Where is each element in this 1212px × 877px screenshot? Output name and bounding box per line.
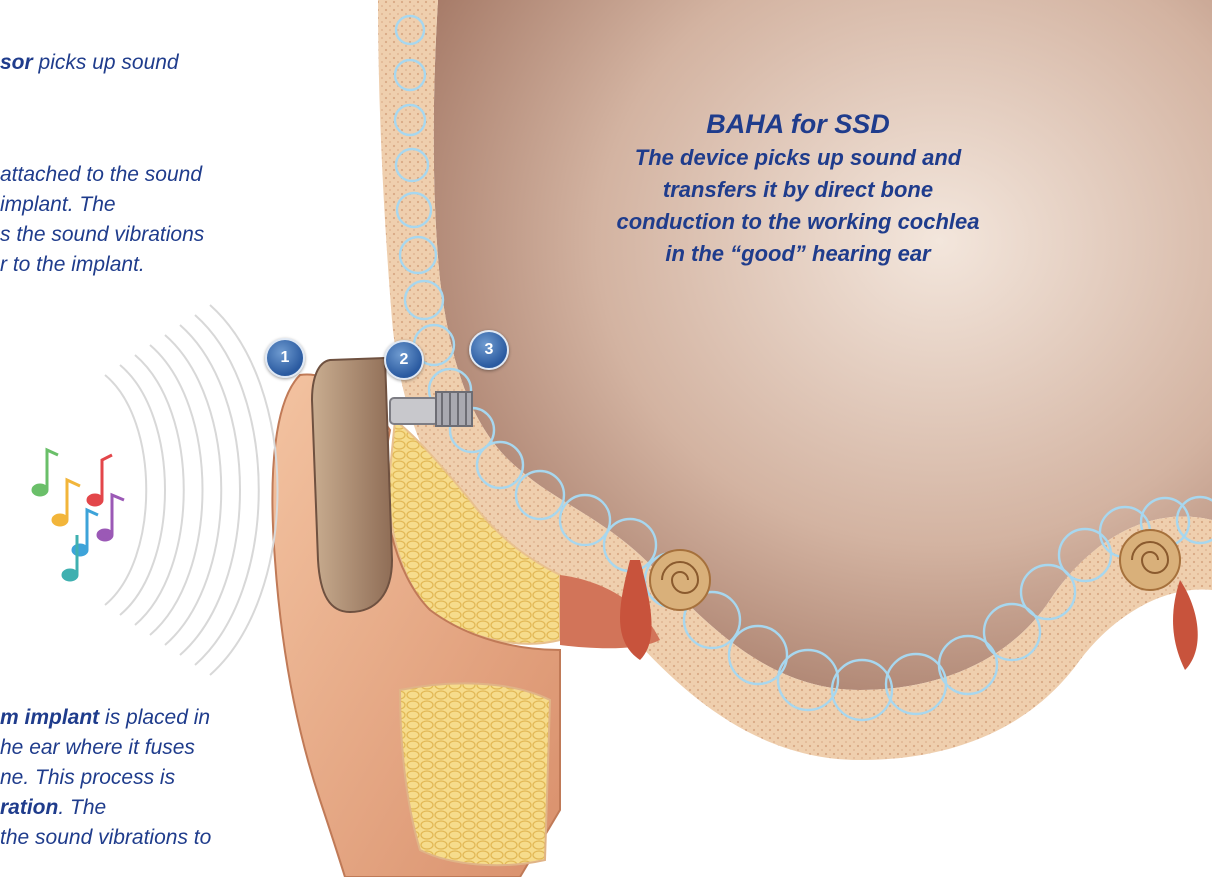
annotation-abutment: attached to the sound implant. The s the… [0, 160, 204, 280]
headline: BAHA for SSD The device picks up sound a… [588, 106, 1008, 270]
headline-title: BAHA for SSD [588, 106, 1008, 142]
annotation-implant: m implant is placed in he ear where it f… [0, 703, 211, 853]
annotation-implant-line: ne. This process is [0, 763, 211, 793]
annotation-implant-bold-2: ration [0, 796, 58, 819]
annotation-implant-line: the sound vibrations to [0, 823, 211, 853]
headline-line: in the “good” hearing ear [588, 238, 1008, 270]
annotation-abutment-line: r to the implant. [0, 250, 204, 280]
annotation-abutment-line: implant. The [0, 190, 204, 220]
annotation-implant-text-2: . The [58, 796, 106, 819]
headline-line: conduction to the working cochlea [588, 206, 1008, 238]
annotation-implant-line: he ear where it fuses [0, 733, 211, 763]
marker-abutment: 2 [384, 340, 424, 380]
headline-line: The device picks up sound and [588, 142, 1008, 174]
annotation-abutment-line: s the sound vibrations [0, 220, 204, 250]
music-notes-icon [33, 450, 124, 580]
annotation-processor: sor picks up sound [0, 48, 179, 78]
sound-wave-icon [105, 305, 278, 675]
abutment-and-implant [390, 392, 472, 426]
earlobe-tissue [400, 683, 550, 865]
headline-line: transfers it by direct bone [588, 174, 1008, 206]
annotation-processor-bold: sor [0, 51, 33, 74]
annotation-implant-text: is placed in [99, 706, 210, 729]
annotation-implant-bold: m implant [0, 706, 99, 729]
marker-implant: 3 [469, 330, 509, 370]
marker-processor: 1 [265, 338, 305, 378]
annotation-processor-text: picks up sound [33, 51, 179, 74]
annotation-abutment-line: attached to the sound [0, 160, 204, 190]
sound-processor [312, 358, 392, 612]
